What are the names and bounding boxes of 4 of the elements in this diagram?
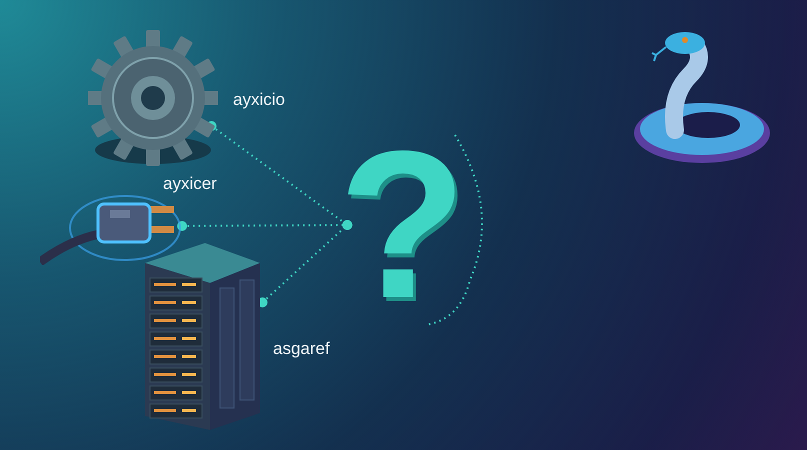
question-mark: ? xyxy=(345,130,460,320)
node-label: ayxicio xyxy=(233,90,285,110)
node-label: asgaref xyxy=(273,339,330,359)
node-label: ayxicer xyxy=(163,174,217,194)
